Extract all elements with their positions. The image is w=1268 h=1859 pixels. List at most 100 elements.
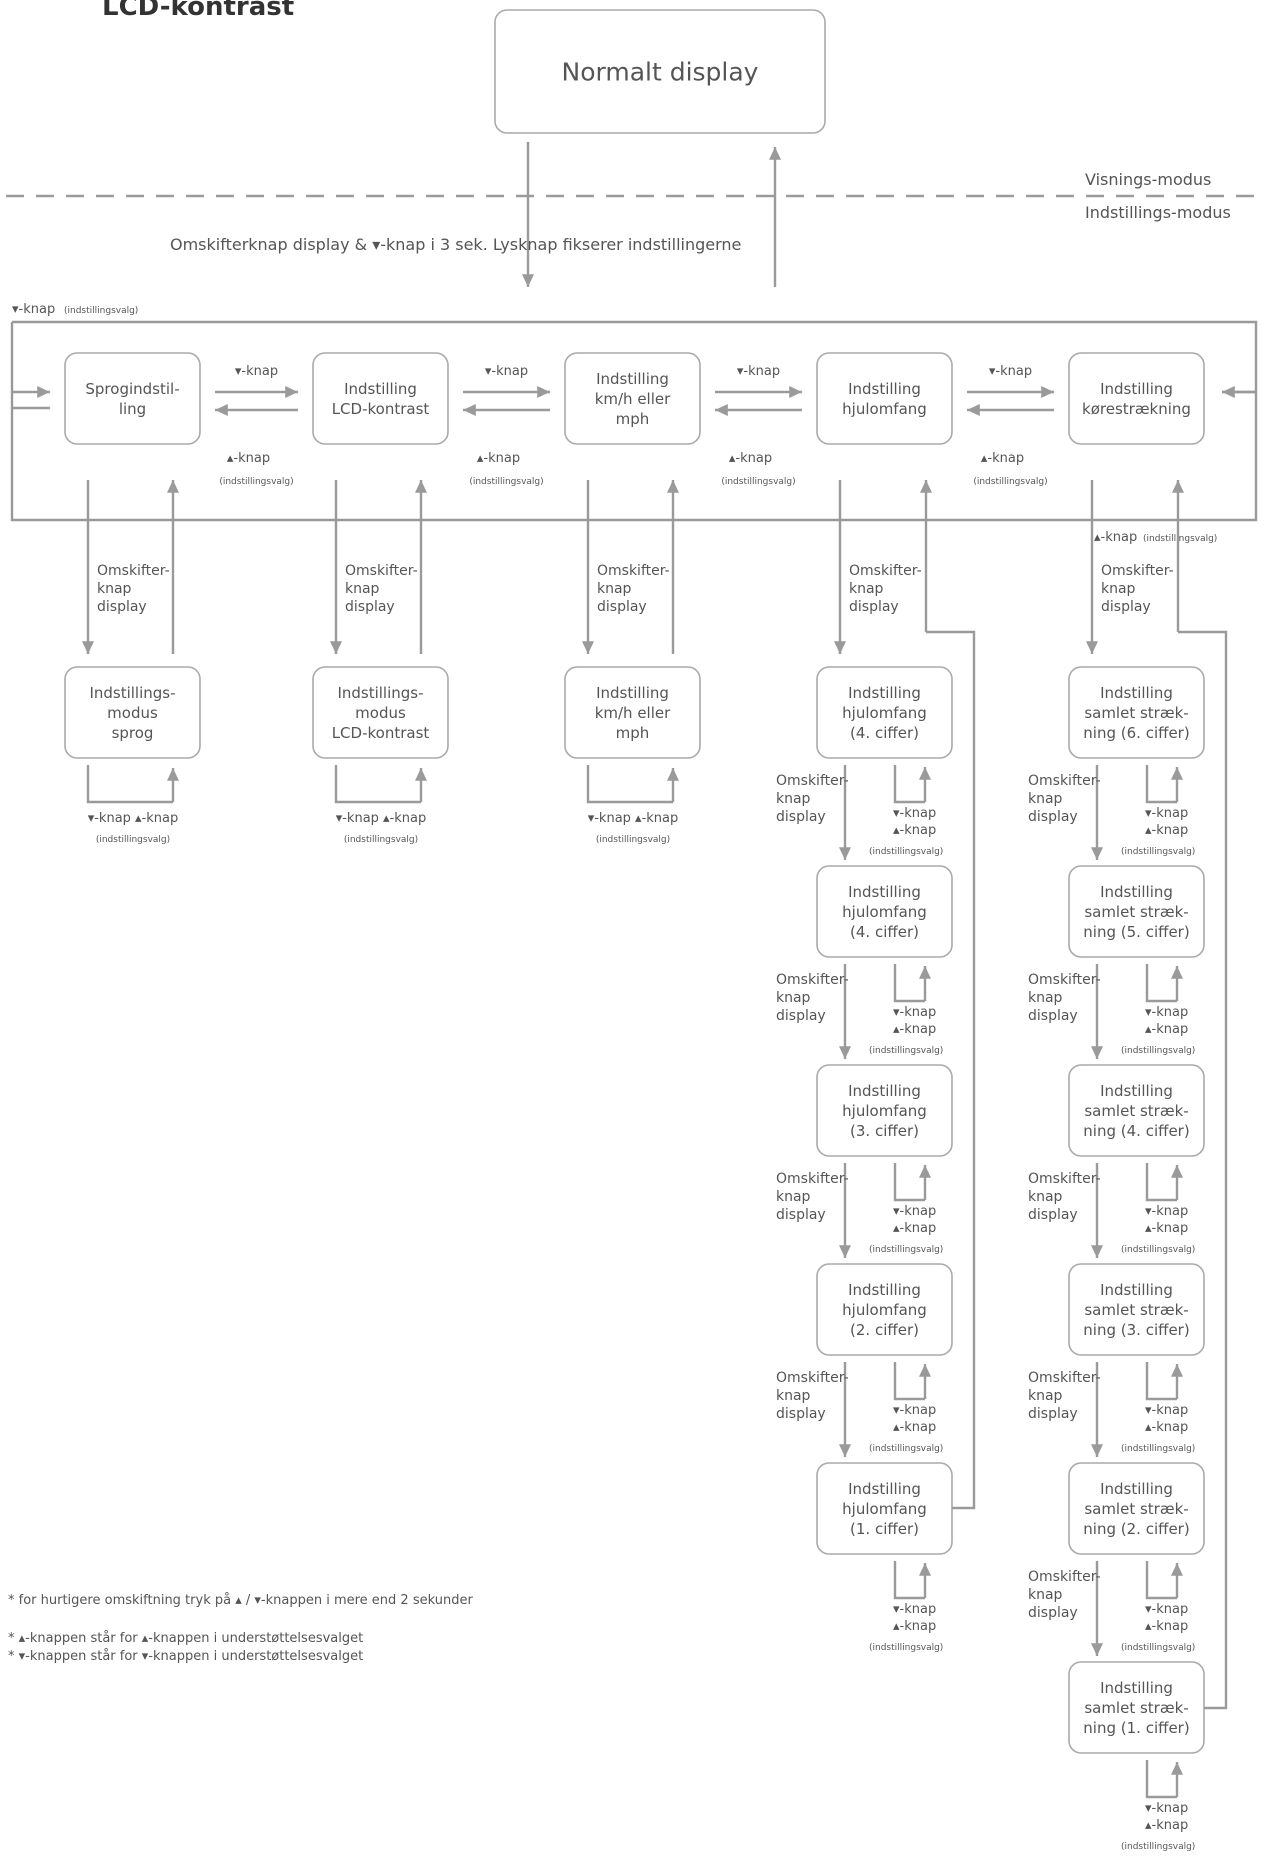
arrow-head — [167, 768, 179, 781]
top-box-1-label: Indstilling — [344, 380, 417, 398]
distance-loop-up-0: ▴-knap — [1145, 823, 1188, 838]
distance-box-3-label: ning (3. ciffer) — [1083, 1321, 1189, 1339]
prev-label-1: ▴-knap — [477, 451, 520, 466]
top-box-0 — [64, 352, 201, 445]
arrow-head — [415, 480, 427, 493]
wheel-switch-0: display — [776, 809, 826, 825]
wheel-box-1-label: hjulomfang — [842, 903, 927, 921]
switch-label-1: Omskifter- — [345, 563, 418, 579]
switch-label-3: knap — [849, 581, 884, 597]
wheel-loop-down-2: ▾-knap — [893, 1204, 936, 1219]
wheel-switch-1: display — [776, 1008, 826, 1024]
top-box-3 — [816, 352, 953, 445]
distance-switch-1: Omskifter- — [1028, 972, 1101, 988]
arrow-head — [1171, 966, 1183, 979]
arrow-head — [1091, 847, 1103, 860]
wheel-switch-0: knap — [776, 791, 811, 807]
prev-hint-3: (indstillingsvalg) — [973, 477, 1047, 487]
arrow-head — [1171, 1165, 1183, 1178]
arrow-head — [839, 1046, 851, 1059]
distance-loop-1 — [1145, 964, 1177, 1003]
switch-label-2: display — [597, 599, 647, 615]
top-box-2 — [564, 352, 701, 445]
distance-box-1-label: Indstilling — [1100, 883, 1173, 901]
distance-box-2-label: ning (4. ciffer) — [1083, 1122, 1189, 1140]
switch-label-3: Omskifter- — [849, 563, 922, 579]
wheel-loop-2 — [893, 1163, 925, 1202]
distance-box-0-label: ning (6. ciffer) — [1083, 724, 1189, 742]
distance-box-4-label: samlet stræk- — [1084, 1500, 1188, 1518]
top-box-2-label: km/h eller — [595, 390, 671, 408]
arrow-head — [582, 641, 594, 654]
top-box-3-label: Indstilling — [848, 380, 921, 398]
distance-loop-0 — [1145, 765, 1177, 804]
wheel-box-4-label: (1. ciffer) — [850, 1520, 919, 1538]
wheel-box-1 — [816, 865, 953, 958]
wheel-box-2 — [816, 1064, 953, 1157]
mode-box-2 — [564, 666, 701, 759]
distance-box-1-label: ning (5. ciffer) — [1083, 923, 1189, 941]
arrow-head — [1172, 480, 1184, 493]
distance-switch-3: knap — [1028, 1388, 1063, 1404]
mode-box-2-label: km/h eller — [595, 704, 671, 722]
top-box-1 — [312, 352, 449, 445]
arrow-head — [1171, 1563, 1183, 1576]
distance-loop-down-4: ▾-knap — [1145, 1602, 1188, 1617]
arrow-head — [1041, 386, 1054, 398]
distance-loop-hint-3: (indstillingsvalg) — [1121, 1444, 1195, 1454]
mode-box-0 — [64, 666, 201, 759]
distance-loop-down-3: ▾-knap — [1145, 1403, 1188, 1418]
wheel-loop-1 — [893, 964, 925, 1003]
distance-loop-hint-1: (indstillingsvalg) — [1121, 1046, 1195, 1056]
distance-loop-down-2: ▾-knap — [1145, 1204, 1188, 1219]
wheel-loop-hint-4: (indstillingsvalg) — [869, 1643, 943, 1653]
arrow-head — [667, 768, 679, 781]
distance-switch-4: display — [1028, 1605, 1078, 1621]
wheel-loop-0 — [893, 765, 925, 804]
distance-switch-2: knap — [1028, 1189, 1063, 1205]
distance-loop-up-2: ▴-knap — [1145, 1221, 1188, 1236]
switch-label-4: knap — [1101, 581, 1136, 597]
mode-box-0-label: sprog — [112, 724, 154, 742]
distance-box-2-label: samlet stræk- — [1084, 1102, 1188, 1120]
distance-switch-0: knap — [1028, 791, 1063, 807]
next-label-1: ▾-knap — [485, 364, 528, 379]
distance-loop-up-3: ▴-knap — [1145, 1420, 1188, 1435]
wheel-return-line — [926, 630, 976, 1510]
wheel-box-3-label: (2. ciffer) — [850, 1321, 919, 1339]
wheel-box-3 — [816, 1263, 953, 1356]
distance-box-0-label: Indstilling — [1100, 684, 1173, 702]
wheel-box-2-label: (3. ciffer) — [850, 1122, 919, 1140]
arrow-head — [522, 274, 534, 287]
wheel-loop-3 — [893, 1362, 925, 1401]
normal-display-box-label: Normalt display — [562, 57, 759, 86]
distance-switch-4: Omskifter- — [1028, 1569, 1101, 1585]
distance-box-1-label: samlet stræk- — [1084, 903, 1188, 921]
top-box-4 — [1068, 352, 1205, 445]
prev-hint-0: (indstillingsvalg) — [219, 477, 293, 487]
self-loop-label-0: ▾-knap ▴-knap — [88, 811, 179, 826]
distance-switch-3: Omskifter- — [1028, 1370, 1101, 1386]
wheel-switch-0: Omskifter- — [776, 773, 849, 789]
arrow-head — [1091, 1046, 1103, 1059]
arrow-head — [1091, 1245, 1103, 1258]
wheel-switch-2: knap — [776, 1189, 811, 1205]
normal-display-box — [494, 9, 826, 134]
mode-box-0-label: Indstillings- — [89, 684, 175, 702]
mode-box-1-label: Indstillings- — [337, 684, 423, 702]
top-box-2-label: Indstilling — [596, 370, 669, 388]
distance-switch-1: knap — [1028, 990, 1063, 1006]
arrow-head — [920, 480, 932, 493]
distance-box-1 — [1068, 865, 1205, 958]
mode-box-2-label: Indstilling — [596, 684, 669, 702]
page-title: LCD-kontrast — [102, 0, 295, 22]
footnote-up-button: * ▴-knappen står for ▴-knappen i underst… — [8, 1631, 364, 1646]
self-loop-hint-0: (indstillingsvalg) — [96, 835, 170, 845]
arrow-head — [919, 1563, 931, 1576]
self-loop-hint-1: (indstillingsvalg) — [344, 835, 418, 845]
top-box-4-label: kørestrækning — [1082, 400, 1191, 418]
arrow-head — [415, 768, 427, 781]
distance-loop-down-5: ▾-knap — [1145, 1801, 1188, 1816]
wheel-switch-2: Omskifter- — [776, 1171, 849, 1187]
